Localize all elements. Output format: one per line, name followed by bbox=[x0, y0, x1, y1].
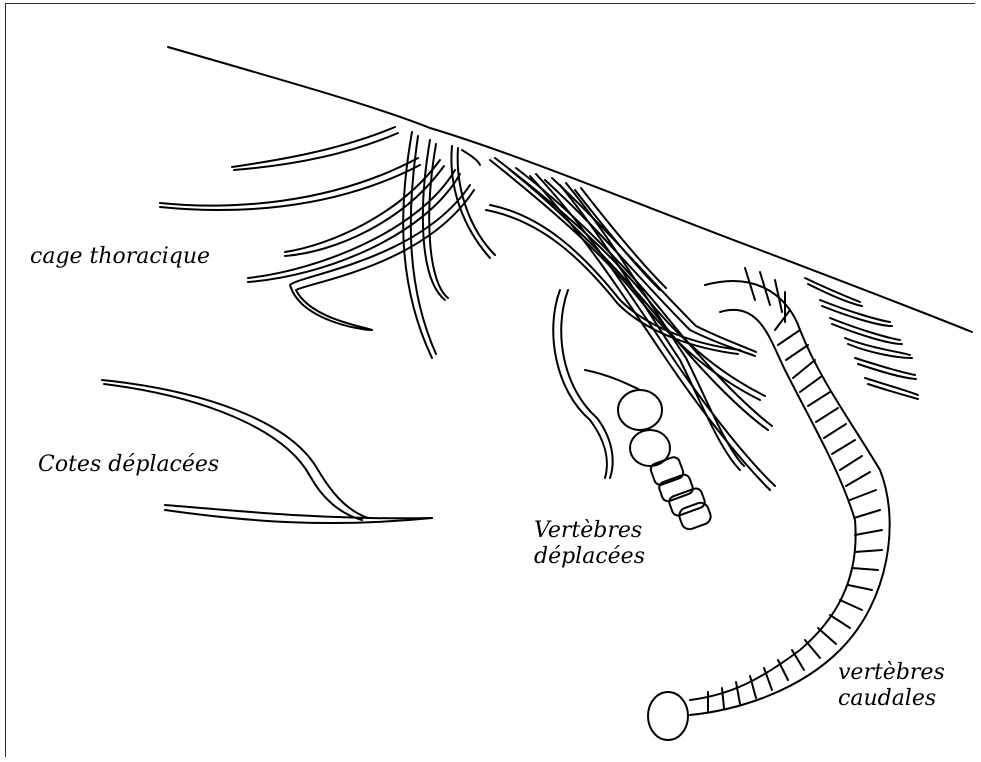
label-displaced-vertebrae-line1: Vertèbres bbox=[534, 518, 645, 544]
label-displaced-vertebrae-line2: déplacées bbox=[534, 544, 645, 570]
displaced-vertebrae-cluster bbox=[585, 370, 713, 531]
displaced-bone-long bbox=[553, 290, 612, 478]
label-displaced-ribs-text: Cotes déplacées bbox=[38, 452, 219, 477]
caudal-spines bbox=[805, 278, 918, 399]
label-caudal-vertebrae-line1: vertèbres bbox=[838, 660, 945, 686]
label-caudal-vertebrae: vertèbres caudales bbox=[838, 660, 945, 712]
dorsal-bundle bbox=[486, 158, 775, 490]
label-caudal-vertebrae-line2: caudales bbox=[838, 686, 945, 712]
label-displaced-ribs: Cotes déplacées bbox=[38, 452, 219, 478]
label-thoracic-cage-text: cage thoracique bbox=[30, 244, 210, 269]
thoracic-ribs bbox=[160, 127, 495, 358]
label-thoracic-cage: cage thoracique bbox=[30, 244, 210, 270]
label-displaced-vertebrae: Vertèbres déplacées bbox=[534, 518, 645, 570]
